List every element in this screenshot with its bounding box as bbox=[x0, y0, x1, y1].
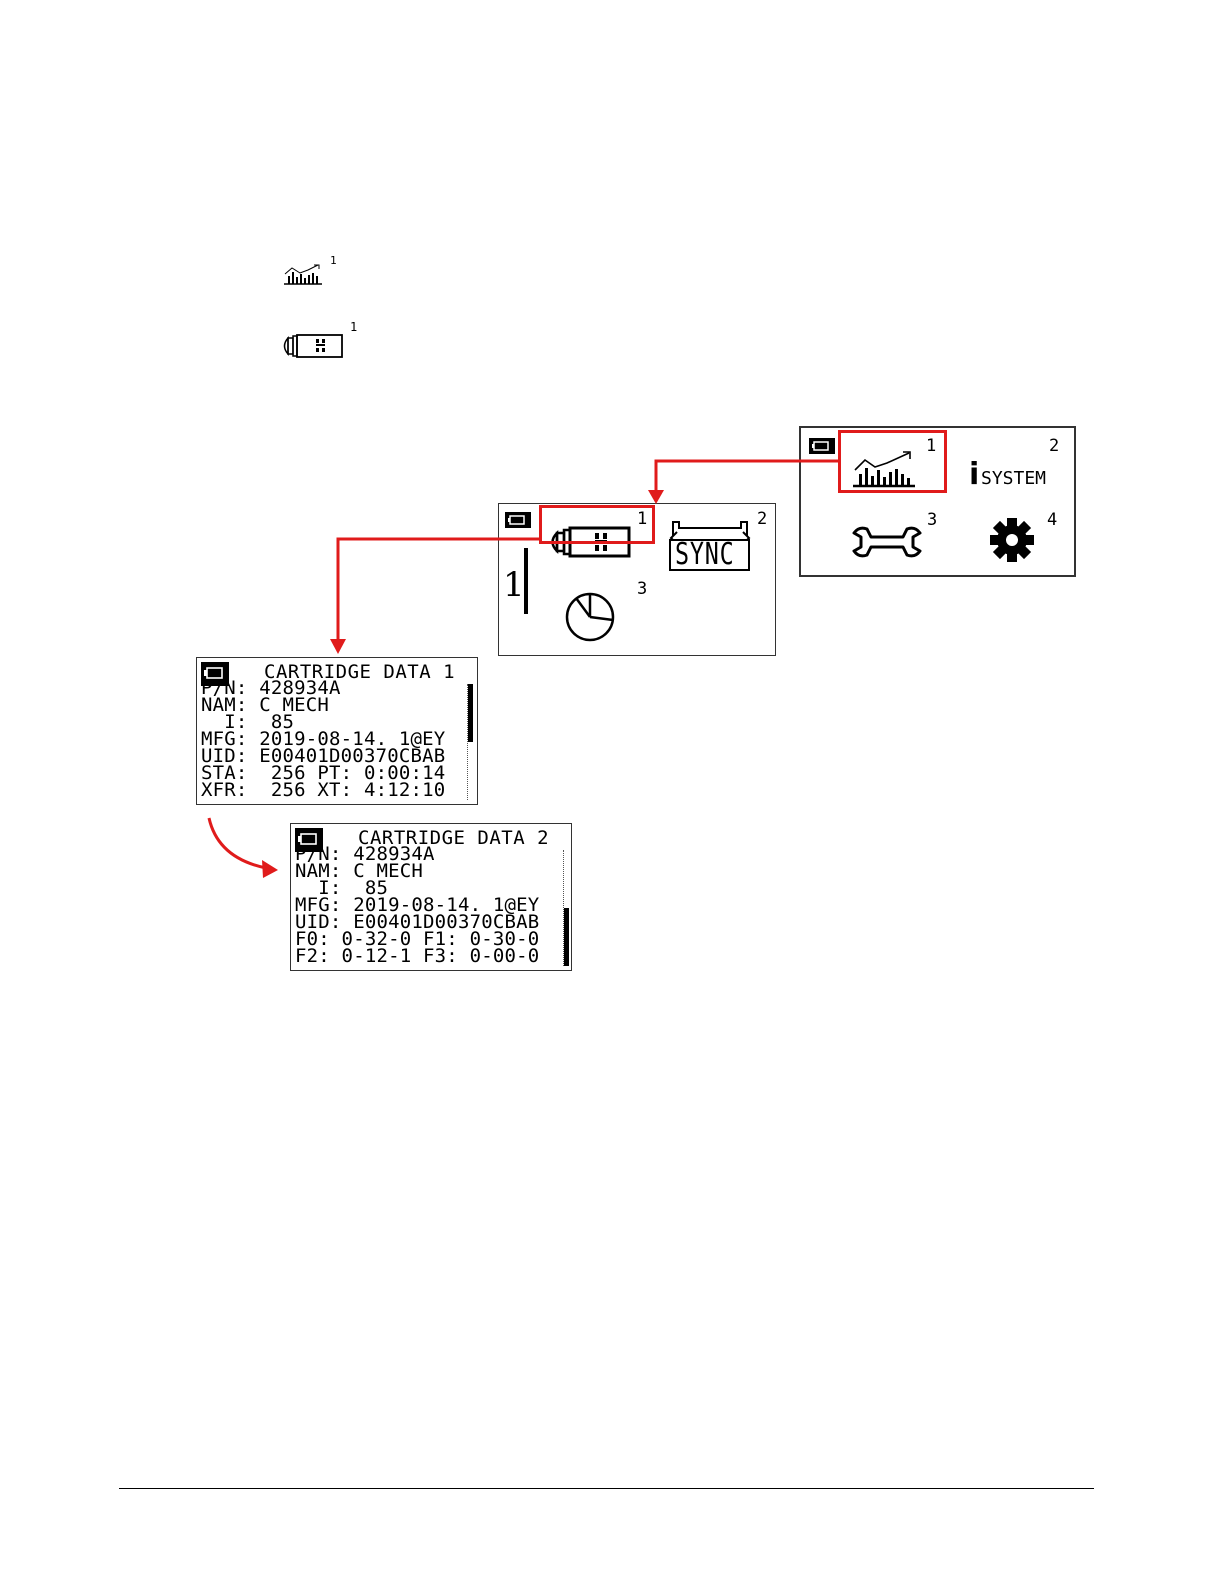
arrow-sub-to-data1 bbox=[336, 537, 539, 642]
cartridge-data-screen-2: CARTRIDGE DATA 2 P/N: 428934A NAM: C MEC… bbox=[290, 823, 572, 971]
menu-item-number: 2 bbox=[757, 509, 768, 529]
data-line: I: 85 bbox=[201, 711, 295, 733]
sub-menu-screen: 1 1 SYNC 2 bbox=[498, 503, 776, 656]
menu-item-number: 3 bbox=[927, 510, 938, 530]
wrench-icon bbox=[851, 524, 923, 564]
pie-chart-icon bbox=[563, 588, 617, 646]
arrow-main-to-sub bbox=[654, 459, 838, 494]
isystem-i: i bbox=[969, 457, 980, 492]
data-line: I: 85 bbox=[295, 877, 389, 899]
menu-item-number: 3 bbox=[637, 579, 648, 599]
data-line: UID: E00401D00370CBAB bbox=[201, 745, 446, 767]
scrollbar-thumb[interactable] bbox=[468, 684, 473, 742]
scrollbar[interactable] bbox=[563, 850, 569, 966]
menu-item-number: 1 bbox=[637, 509, 648, 529]
menu-item-number: 2 bbox=[1049, 436, 1060, 456]
battery-badge-icon bbox=[295, 828, 323, 856]
screen-title: CARTRIDGE DATA 1 bbox=[264, 661, 456, 683]
footer-rule bbox=[119, 1488, 1094, 1489]
highlight-cartridge bbox=[539, 505, 655, 544]
side-bar bbox=[524, 548, 528, 614]
analytics-icon bbox=[282, 262, 324, 290]
screen-title: CARTRIDGE DATA 2 bbox=[358, 827, 550, 849]
gear-icon bbox=[988, 516, 1036, 568]
bar-chart-trend-icon bbox=[851, 450, 917, 494]
data-line: XFR: 256 XT: 4:12:10 bbox=[201, 779, 446, 801]
side-value: 1 bbox=[503, 565, 525, 605]
main-menu-screen: 1 i SYSTEM 2 3 bbox=[799, 426, 1076, 577]
cartridge-icon bbox=[280, 332, 346, 364]
menu-item-number: 4 bbox=[1047, 510, 1058, 530]
data-line: F0: 0-32-0 F1: 0-30-0 bbox=[295, 928, 540, 950]
sync-label: SYNC bbox=[675, 537, 735, 572]
data-line: UID: E00401D00370CBAB bbox=[295, 911, 540, 933]
data-line: P/N: 428934A bbox=[295, 843, 435, 865]
scrollbar-thumb[interactable] bbox=[564, 908, 569, 966]
menu-item-number: 1 bbox=[926, 436, 937, 456]
data-line: NAM: C MECH bbox=[201, 694, 330, 716]
battery-badge-icon bbox=[201, 662, 229, 690]
data-line: F2: 0-12-1 F3: 0-00-0 bbox=[295, 945, 540, 967]
analytics-number: 1 bbox=[330, 254, 337, 267]
data-line: MFG: 2019-08-14. 1@EY bbox=[201, 728, 446, 750]
cartridge-data-screen-1: CARTRIDGE DATA 1 P/N: 428934A NAM: C MEC… bbox=[196, 657, 478, 805]
data-line: NAM: C MECH bbox=[295, 860, 424, 882]
data-line: P/N: 428934A bbox=[201, 677, 341, 699]
battery-badge-icon bbox=[809, 438, 835, 458]
data-line: STA: 256 PT: 0:00:14 bbox=[201, 762, 446, 784]
cartridge-number: 1 bbox=[350, 320, 358, 334]
isystem-label: SYSTEM bbox=[981, 468, 1047, 489]
arrowhead-right-icon bbox=[262, 860, 278, 878]
sync-icon bbox=[669, 518, 751, 578]
arrowhead-down-icon bbox=[648, 490, 664, 504]
arrowhead-down-icon bbox=[330, 639, 346, 654]
battery-badge-icon bbox=[505, 512, 531, 532]
data-line: MFG: 2019-08-14. 1@EY bbox=[295, 894, 540, 916]
arrow-data1-to-data2 bbox=[207, 817, 267, 870]
highlight-analytics bbox=[838, 430, 947, 493]
scrollbar[interactable] bbox=[467, 684, 473, 800]
